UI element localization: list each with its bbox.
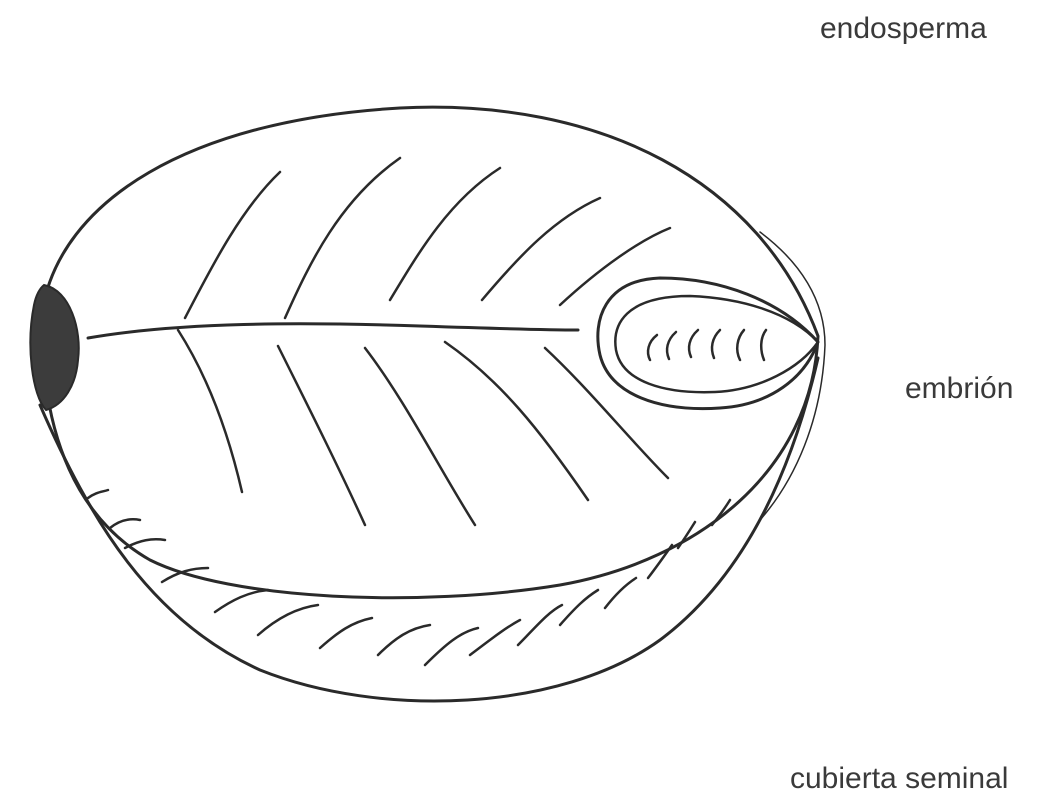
lower-vein: [545, 348, 668, 478]
coat-stroke: [378, 625, 430, 655]
embryo-mark: [712, 330, 720, 358]
lower-vein: [445, 342, 588, 500]
embryo-marks: [648, 330, 766, 360]
coat-stroke: [215, 590, 268, 612]
upper-veins: [185, 158, 670, 318]
coat-stroke: [258, 605, 318, 635]
embryo-mark: [689, 330, 698, 357]
coat-stroke: [605, 578, 636, 608]
seed-coat-outer-edge: [760, 232, 825, 520]
lower-vein: [365, 348, 475, 525]
label-embryo: embrión: [905, 374, 1013, 404]
coat-stroke: [560, 590, 598, 625]
embryo-mark: [737, 330, 744, 360]
upper-vein: [285, 158, 400, 318]
label-endosperm: endosperma: [820, 14, 987, 44]
seed-outline: [42, 107, 818, 598]
cotyledon-midrib: [88, 324, 578, 338]
lower-vein: [278, 346, 365, 525]
coat-stroke: [320, 618, 372, 648]
seed-coat-texture: [88, 490, 730, 665]
coat-stroke: [110, 519, 140, 528]
embryo-mark: [667, 332, 676, 359]
lower-vein: [178, 330, 242, 492]
coat-stroke: [425, 628, 478, 665]
embryo-mark: [761, 330, 766, 360]
coat-stroke: [88, 490, 108, 498]
embryo-mark: [648, 335, 657, 360]
upper-vein: [390, 168, 500, 300]
label-seed-coat: cubierta seminal: [790, 764, 1008, 794]
hilum-mark: [30, 285, 78, 410]
coat-stroke: [648, 545, 672, 578]
upper-vein: [185, 172, 280, 318]
coat-stroke: [470, 620, 520, 655]
embryo-inner: [615, 296, 818, 392]
lower-veins: [178, 330, 668, 525]
coat-stroke: [518, 605, 562, 645]
